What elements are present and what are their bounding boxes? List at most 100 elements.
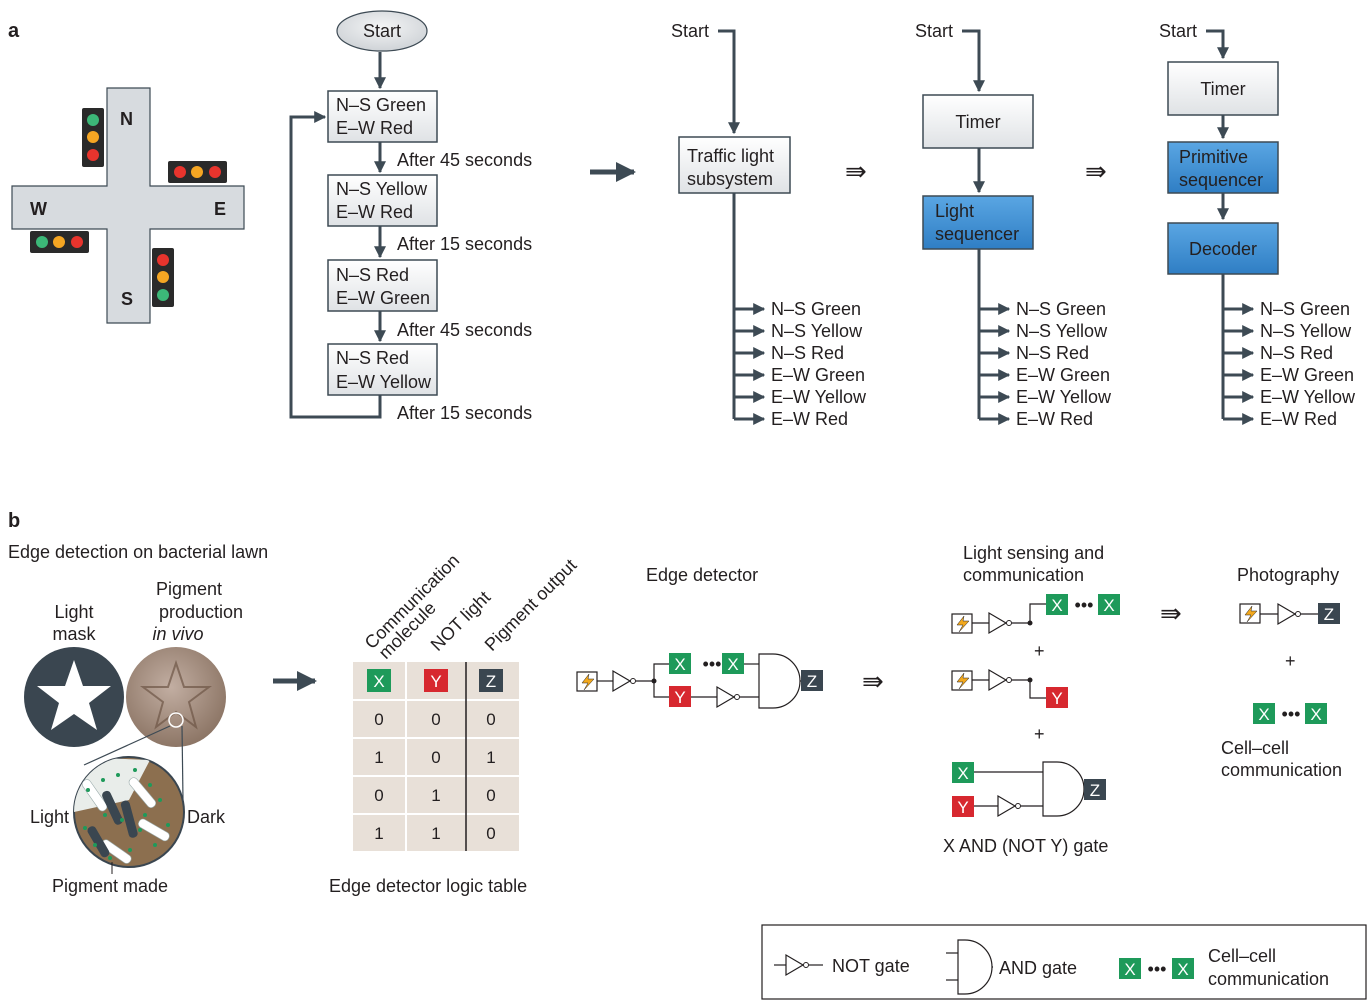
star-icon xyxy=(37,660,111,730)
pigment-line3: in vivo xyxy=(152,624,203,644)
output-label-decoder: E–W Red xyxy=(1260,409,1337,429)
output-label-subsystem: E–W Green xyxy=(771,365,865,385)
light-label: Light xyxy=(30,807,69,827)
output-label-subsystem: N–S Red xyxy=(771,343,844,363)
table-cell: 0 xyxy=(486,786,495,805)
implies-arrow-1: ⇛ xyxy=(845,156,867,186)
edge-detector-title: Edge detector xyxy=(646,565,758,585)
edge-detection-title: Edge detection on bacterial lawn xyxy=(8,542,268,562)
pigment-disc xyxy=(126,647,226,747)
symbol-z: Z xyxy=(486,672,496,691)
light-mask-line1: Light xyxy=(54,602,93,622)
table-cell: 1 xyxy=(374,824,383,843)
light-sensing-circuit-2: Y xyxy=(951,668,1068,708)
implies-arrow-2: ⇛ xyxy=(1085,156,1107,186)
table-cell: 0 xyxy=(486,824,495,843)
traffic-light-north xyxy=(82,108,104,167)
traffic-flowchart: Start N–S Green E–W Red After 45 seconds… xyxy=(289,10,532,423)
output-label-decoder: E–W Green xyxy=(1260,365,1354,385)
circuit-y: Y xyxy=(674,688,685,707)
start-node xyxy=(336,10,428,52)
table-cell: 1 xyxy=(431,786,440,805)
intersection-diagram: N S W E xyxy=(11,87,245,324)
output-label-sequencer: E–W Red xyxy=(1016,409,1093,429)
photo-caption-2: communication xyxy=(1221,760,1342,780)
output-label-sequencer: E–W Green xyxy=(1016,365,1110,385)
table-cell: 1 xyxy=(486,748,495,767)
logic-table: Communication molecule NOT light Pigment… xyxy=(353,550,580,851)
state-1-line1: N–S Green xyxy=(336,95,426,115)
sequencer-column: Start Timer Light sequencer N–S GreenN–S… xyxy=(915,21,1112,429)
light-mask-disc xyxy=(24,647,124,747)
decoder-label: Decoder xyxy=(1189,239,1257,259)
primitive-line1: Primitive xyxy=(1179,147,1248,167)
start-label-1: Start xyxy=(671,21,709,41)
circuit-z: Z xyxy=(807,672,817,691)
panel-label-b: b xyxy=(8,510,20,532)
state-4-line1: N–S Red xyxy=(336,348,409,368)
circuit-x-1: X xyxy=(674,655,685,674)
table-cell: 0 xyxy=(431,748,440,767)
timer-box-2 xyxy=(1167,61,1279,116)
state-box-4 xyxy=(327,343,438,396)
logic-table-caption: Edge detector logic table xyxy=(329,876,527,896)
decoder-column: Start Timer Primitive sequencer Decoder … xyxy=(1159,21,1356,429)
traffic-light-south xyxy=(152,248,174,307)
dots-icon: ••• xyxy=(703,654,722,674)
legend-x-2: X xyxy=(1177,960,1188,979)
state-box-3 xyxy=(327,259,438,312)
pigment-line1: Pigment xyxy=(156,579,222,599)
pigment-line2: production xyxy=(159,602,243,622)
legend-not-icon xyxy=(785,953,805,977)
light-mask-line2: mask xyxy=(52,624,96,644)
state-3-line2: E–W Green xyxy=(336,288,430,308)
photography-title: Photography xyxy=(1237,565,1339,585)
output-label-sequencer: N–S Red xyxy=(1016,343,1089,363)
light-sequencer-box xyxy=(922,195,1034,250)
south-label: S xyxy=(121,289,133,309)
state-box-1 xyxy=(327,90,438,143)
legend-x-1: X xyxy=(1124,960,1135,979)
state-2-line1: N–S Yellow xyxy=(336,179,428,199)
table-cell: 1 xyxy=(374,748,383,767)
output-label-decoder: N–S Yellow xyxy=(1260,321,1352,341)
light-sensing-circuit-1: X ••• X xyxy=(951,594,1120,635)
loop-back-arrow xyxy=(289,111,382,419)
dark-label: Dark xyxy=(187,807,226,827)
ls-y: Y xyxy=(1051,689,1062,708)
start-label-2: Start xyxy=(915,21,953,41)
state-4-line2: E–W Yellow xyxy=(336,372,432,392)
plus-1: + xyxy=(1034,641,1045,661)
implies-arrow-3: ⇛ xyxy=(862,666,884,696)
table-cell: 1 xyxy=(431,824,440,843)
transition-4-label: After 15 seconds xyxy=(397,403,532,423)
pigment-made-label: Pigment made xyxy=(52,876,168,896)
state-box-2 xyxy=(327,174,438,227)
light-sensing-title-2: communication xyxy=(963,565,1084,585)
photography-comm: X ••• X xyxy=(1253,703,1327,724)
state-2-line2: E–W Red xyxy=(336,202,413,222)
legend: NOT gate AND gate X ••• X Cell–cell comm… xyxy=(761,924,1367,1000)
gate-z: Z xyxy=(1090,781,1100,800)
east-label: E xyxy=(214,199,226,219)
legend-and-icon xyxy=(957,939,993,995)
edge-detector-circuit: X ••• X Y Z xyxy=(576,653,823,709)
start-label-3: Start xyxy=(1159,21,1197,41)
gate-x: X xyxy=(957,764,968,783)
timer-box-1 xyxy=(922,94,1034,149)
zoom-lawn-circle xyxy=(73,756,185,868)
table-cell: 0 xyxy=(431,710,440,729)
traffic-light-east xyxy=(168,161,227,183)
table-cell: 0 xyxy=(374,786,383,805)
light-sensor-icon xyxy=(576,671,598,692)
gate-caption: X AND (NOT Y) gate xyxy=(943,836,1108,856)
ls-x-2: X xyxy=(1103,596,1114,615)
output-label-sequencer: E–W Yellow xyxy=(1016,387,1112,407)
svg-text:•••: ••• xyxy=(1075,595,1094,615)
circuit-x-2: X xyxy=(727,655,738,674)
north-label: N xyxy=(120,109,133,129)
not-gate-icon xyxy=(612,669,632,693)
subsystem-line2: subsystem xyxy=(687,169,773,189)
legend-cc-2: communication xyxy=(1208,969,1329,989)
photo-z: Z xyxy=(1324,605,1334,624)
